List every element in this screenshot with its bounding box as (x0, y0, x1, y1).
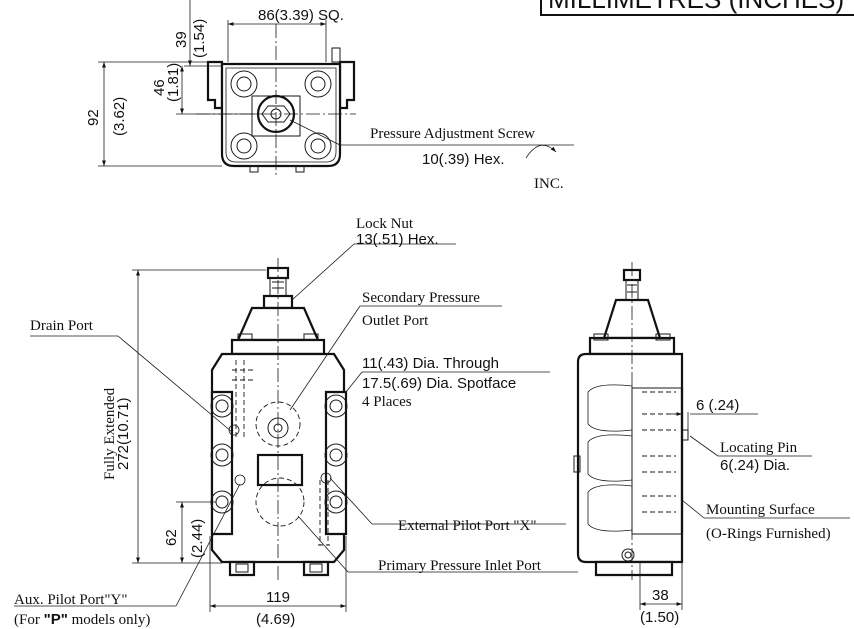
dim-119-in: (4.69) (256, 611, 295, 628)
secondary-label-2: Outlet Port (362, 313, 429, 329)
through-label-3: 4 Places (362, 394, 412, 410)
dim-38: 38 (652, 587, 669, 604)
locating-pin-dia: 6(.24) Dia. (720, 457, 790, 474)
dim-62-in: (2.44) (189, 519, 206, 558)
aux-pilot-label-2b: "P" (44, 611, 68, 628)
dim-39-in: (1.54) (191, 19, 208, 58)
dim-39: 39 (173, 31, 190, 48)
through-label-1: 11(.43) Dia. Through (362, 355, 499, 372)
mounting-label-2: (O-Rings Furnished) (706, 526, 831, 542)
inc-label: INC. (534, 176, 564, 192)
lock-nut-label: Lock Nut (356, 216, 414, 232)
dim-92-in: (3.62) (111, 97, 128, 136)
adj-screw-label: Pressure Adjustment Screw (370, 126, 535, 142)
dim-272: 272(10.71) (115, 397, 132, 470)
aux-pilot-label-2c: models only) (68, 612, 151, 628)
drain-port-label: Drain Port (30, 318, 94, 334)
dim-46: 46 (151, 79, 168, 96)
adj-hex-label: 10(.39) Hex. (422, 151, 505, 168)
front-view: Lock Nut 13(.51) Hex. Secondary Pressure… (14, 216, 578, 628)
dim-38-in: (1.50) (640, 609, 679, 626)
aux-pilot-label-2: (For "P" models only) (14, 611, 150, 628)
side-view: 6 (.24) Locating Pin 6(.24) Dia. Mountin… (573, 262, 850, 626)
ext-pilot-label: External Pilot Port "X" (398, 518, 537, 534)
dim-119: 119 (266, 589, 290, 606)
mounting-label-1: Mounting Surface (706, 502, 815, 518)
through-label-2: 17.5(.69) Dia. Spotface (362, 375, 516, 392)
aux-pilot-label-2a: (For (14, 612, 44, 628)
dim-92: 92 (85, 109, 102, 126)
locating-pin-label: Locating Pin (720, 440, 798, 456)
units-label: MILLIMETRES (INCHES) (548, 0, 844, 15)
fully-extended-label: Fully Extended (102, 387, 118, 480)
primary-inlet-label: Primary Pressure Inlet Port (378, 558, 542, 574)
dim-46-in: (1.81) (165, 63, 182, 102)
secondary-label-1: Secondary Pressure (362, 290, 480, 306)
units-box (540, 0, 854, 16)
lock-nut-hex: 13(.51) Hex. (356, 231, 439, 248)
aux-pilot-label-1: Aux. Pilot Port"Y" (14, 592, 128, 608)
top-view: 86(3.39) SQ. 39 (1.54) 46 (1.81) 92 (3.6… (85, 0, 574, 192)
dim-6: 6 (.24) (696, 397, 739, 414)
dim-86-sq: 86(3.39) SQ. (258, 7, 344, 24)
dim-62: 62 (163, 529, 180, 546)
